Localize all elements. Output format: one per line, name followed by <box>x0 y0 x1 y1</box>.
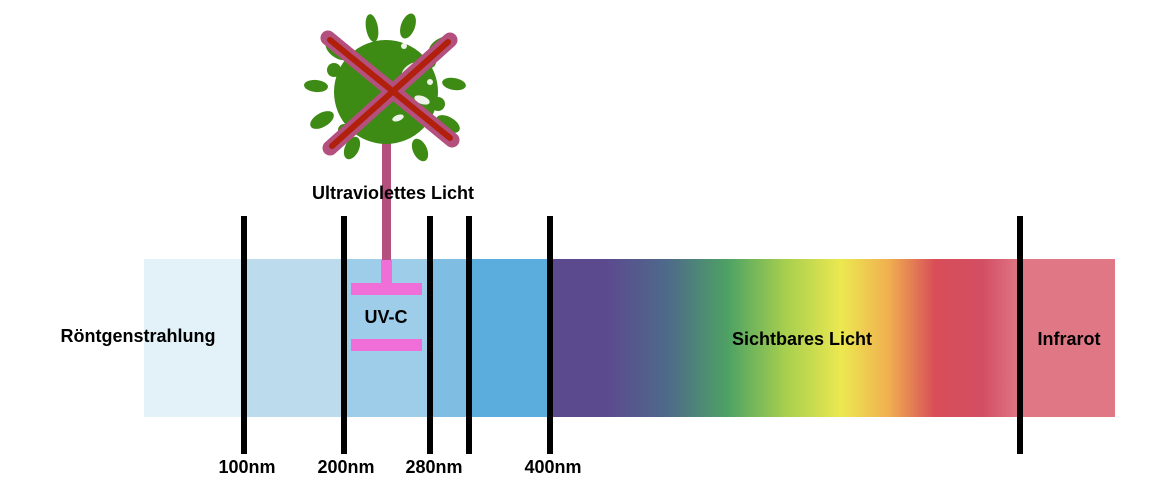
tick-line-200nm <box>341 216 347 454</box>
tick-line-100nm <box>241 216 247 454</box>
tick-labels: 100nm 200nm 280nm 400nm <box>218 457 581 477</box>
tick-lines <box>241 216 1023 454</box>
crossed-out-germ-icon <box>304 13 466 162</box>
tick-label-100nm: 100nm <box>218 457 275 477</box>
xray-label: Röntgenstrahlung <box>61 326 216 346</box>
uvc-label: UV-C <box>364 307 407 327</box>
uv-band-315-400 <box>469 259 550 417</box>
tick-label-280nm: 280nm <box>405 457 462 477</box>
lamp-stem <box>382 100 391 260</box>
infrared-band <box>1020 259 1115 417</box>
infrared-label: Infrarot <box>1038 329 1101 349</box>
uv-band-100-200 <box>244 259 344 417</box>
diagram-title: Ultraviolettes Licht <box>312 183 474 203</box>
tick-line-infrared <box>1017 216 1023 454</box>
uvc-bracket-top <box>351 283 422 295</box>
cross-out-mark <box>320 30 460 156</box>
visible-light-band <box>550 259 1020 417</box>
visible-light-label: Sichtbares Licht <box>732 329 872 349</box>
uvc-bracket-bottom <box>351 339 422 351</box>
tick-label-400nm: 400nm <box>524 457 581 477</box>
tick-line-315nm <box>466 216 472 454</box>
tick-line-280nm <box>427 216 433 454</box>
spectrum-bar <box>144 259 1115 417</box>
lamp-neck <box>381 260 392 284</box>
xray-band <box>144 259 244 417</box>
tick-line-400nm <box>547 216 553 454</box>
uvc-lamp <box>351 100 422 351</box>
uv-band-280-315 <box>430 259 469 417</box>
tick-label-200nm: 200nm <box>317 457 374 477</box>
